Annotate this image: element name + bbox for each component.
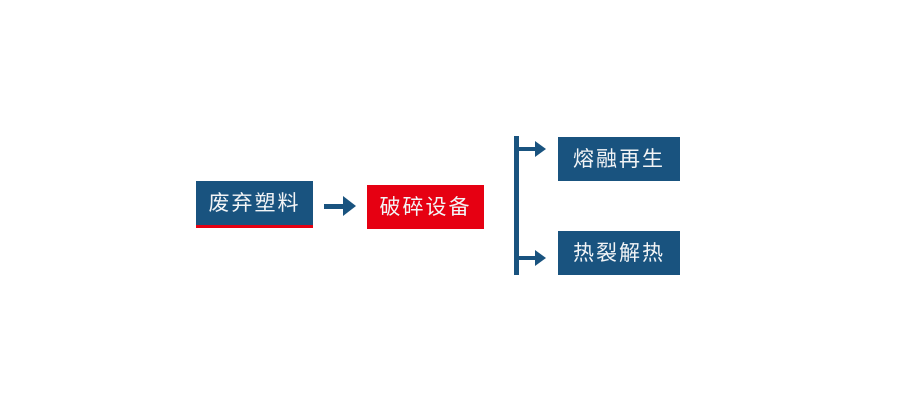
- arrow-right-head-icon: [343, 196, 356, 216]
- node-pyrolysis-heat: 热裂解热: [558, 231, 680, 275]
- branch-arrow-bottom-icon: [519, 256, 536, 260]
- node-melt-regeneration-label: 熔融再生: [573, 147, 665, 171]
- branch-arrow-top-icon: [519, 147, 536, 151]
- branch-connector-line: [514, 136, 519, 275]
- node-waste-plastic: 废弃塑料: [196, 181, 313, 228]
- node-waste-plastic-label: 废弃塑料: [208, 191, 301, 215]
- node-crushing-equipment-label: 破碎设备: [379, 195, 472, 219]
- branch-arrow-bottom-head-icon: [535, 250, 546, 266]
- node-melt-regeneration: 熔融再生: [558, 137, 680, 181]
- arrow-right-icon: [324, 204, 344, 209]
- branch-arrow-top-head-icon: [535, 141, 546, 157]
- node-crushing-equipment: 破碎设备: [367, 185, 484, 229]
- node-pyrolysis-heat-label: 热裂解热: [573, 241, 665, 265]
